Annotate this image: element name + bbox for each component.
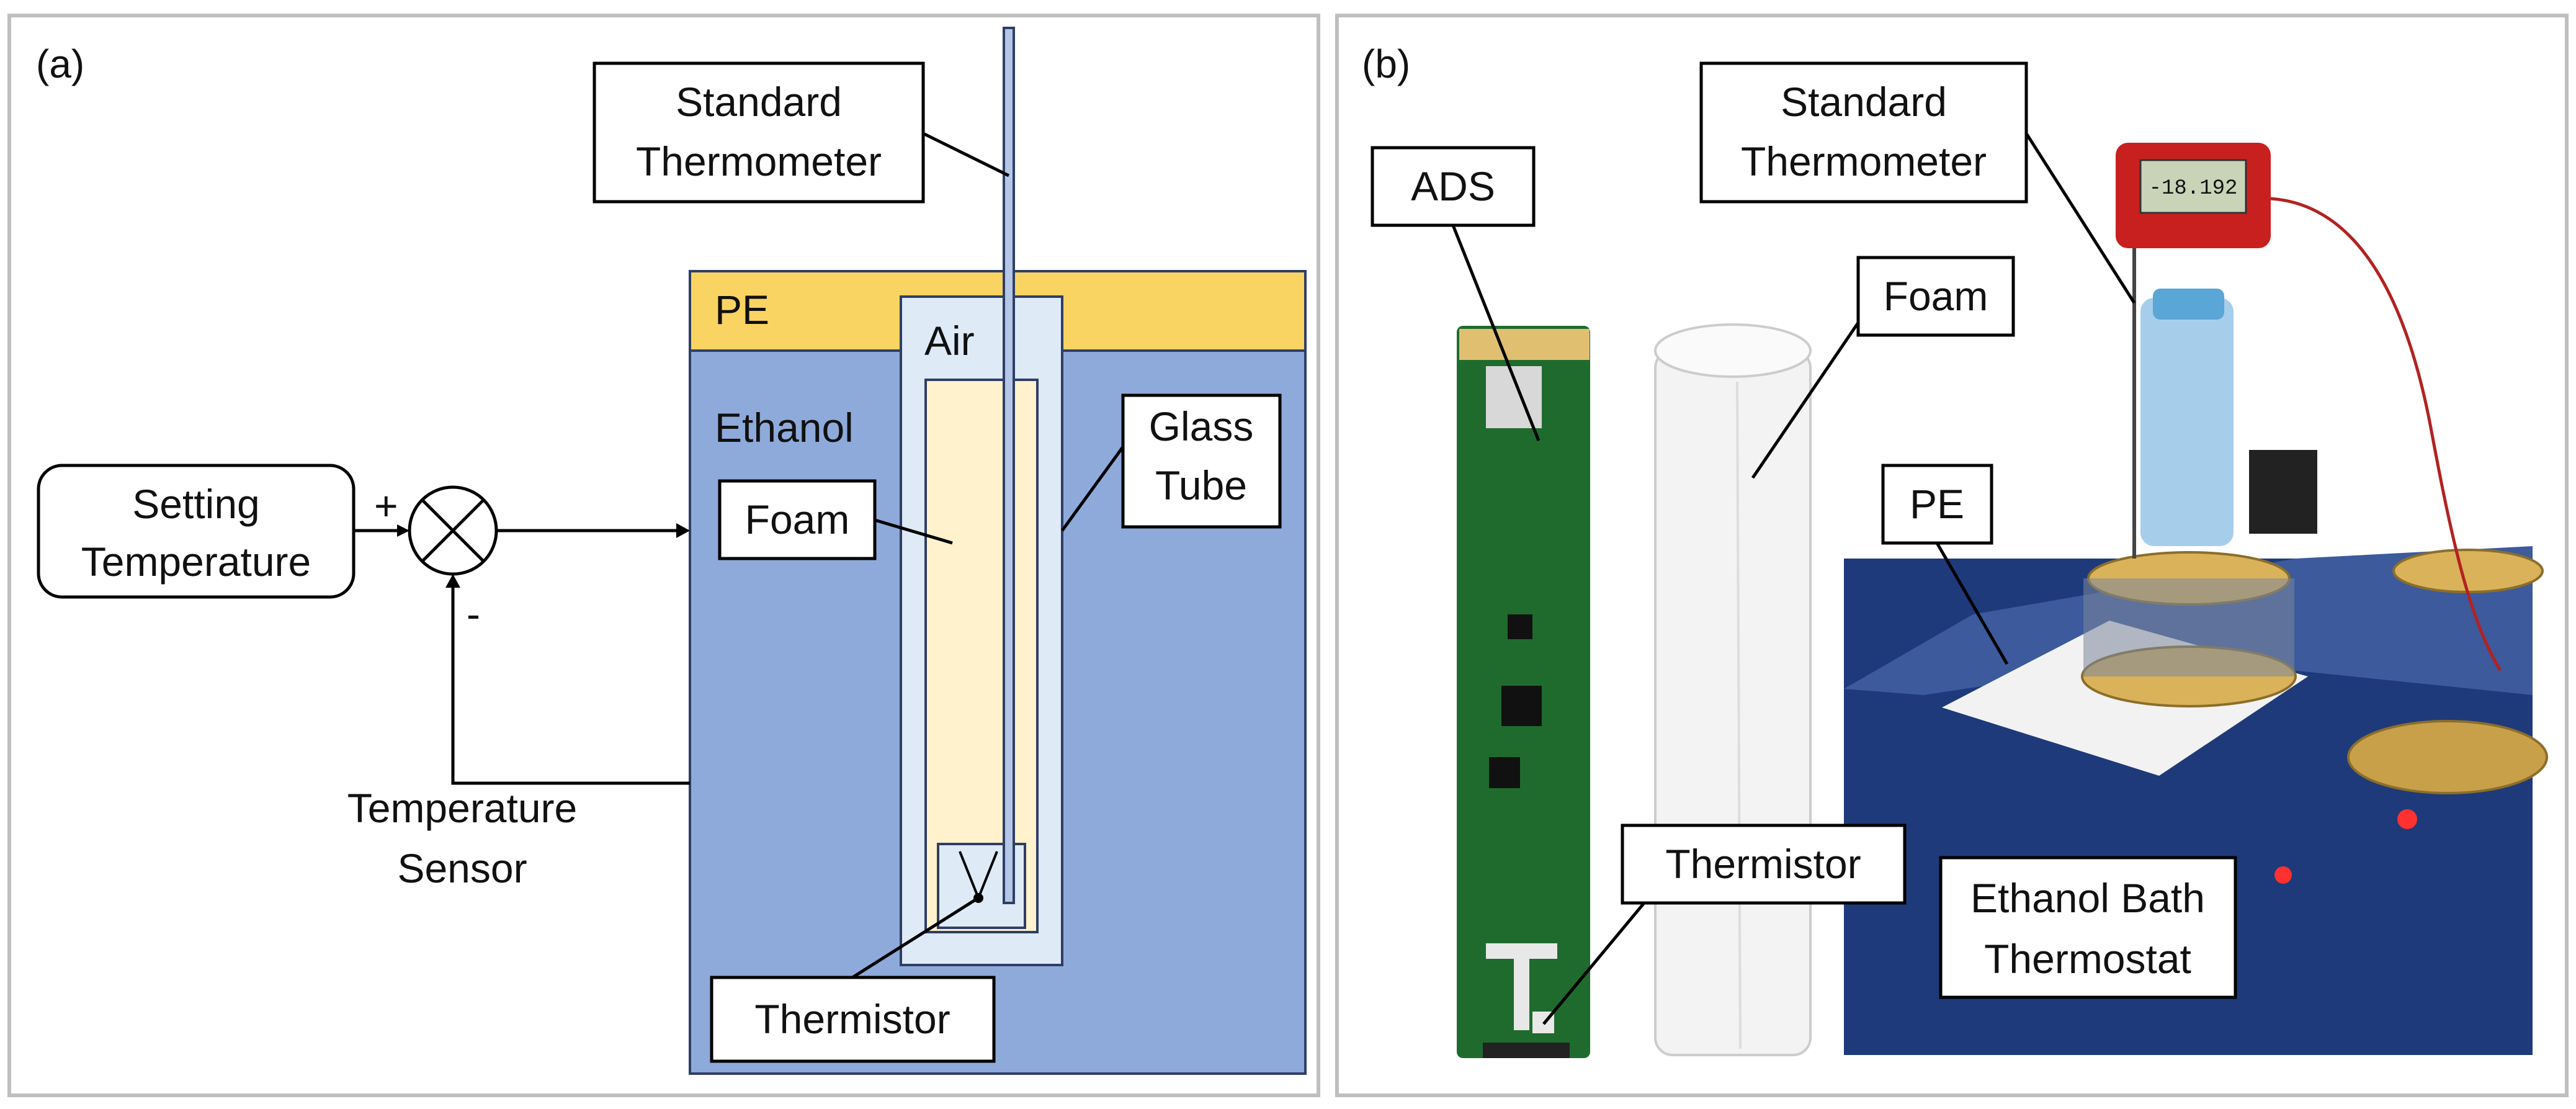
panel-a-label: (a) bbox=[36, 42, 84, 86]
glass-tube-leader bbox=[1060, 446, 1125, 532]
foam-cylinder bbox=[1654, 349, 1812, 1056]
glass-tube-line2: Tube bbox=[1155, 462, 1247, 508]
thermistor-box bbox=[710, 976, 996, 1063]
third-rack bbox=[2347, 720, 2548, 794]
foam-cylinder-top bbox=[1654, 323, 1812, 378]
summing-junction bbox=[408, 485, 498, 576]
b-pe-label: PE bbox=[1910, 481, 1964, 527]
ads-photo bbox=[1457, 326, 1590, 1058]
water-bottle bbox=[2140, 298, 2234, 546]
b-ethanol-bath-line2: Thermostat bbox=[1984, 936, 2191, 982]
b-standard-thermometer-box bbox=[1699, 61, 2028, 204]
standard-thermometer-line2: Thermometer bbox=[636, 138, 882, 184]
second-rack bbox=[2392, 549, 2544, 593]
thermometer-reading: -18.192 bbox=[2149, 177, 2238, 200]
ads-sensor-pad-h bbox=[1486, 943, 1557, 959]
b-foam-box bbox=[1856, 256, 2015, 337]
b-standard-thermometer-leader bbox=[2024, 132, 2136, 304]
status-led-2 bbox=[2274, 866, 2292, 884]
pe-label: PE bbox=[715, 287, 769, 333]
bottle-cap bbox=[2153, 289, 2224, 320]
glass-tube-box bbox=[1121, 393, 1282, 529]
setpoint-arrowhead bbox=[397, 524, 409, 537]
b-pe-box bbox=[1881, 464, 1993, 545]
b-foam-label: Foam bbox=[1884, 273, 1988, 319]
minus-sign: - bbox=[467, 591, 480, 637]
thermistor-label: Thermistor bbox=[754, 996, 950, 1042]
foam-photo bbox=[1654, 323, 1812, 1056]
control-box bbox=[2249, 450, 2317, 534]
b-standard-thermometer-line1: Standard bbox=[1781, 79, 1947, 125]
thermistor-leader bbox=[851, 898, 977, 979]
ads-chip-1 bbox=[1501, 686, 1542, 726]
b-standard-thermometer-line2: Thermometer bbox=[1741, 138, 1987, 184]
foam-box bbox=[718, 479, 877, 560]
b-thermistor-label: Thermistor bbox=[1665, 841, 1861, 887]
thermometer-screen bbox=[2139, 159, 2247, 214]
temperature-sensor-line1: Temperature bbox=[347, 785, 578, 831]
ads-bottom-connector bbox=[1483, 1043, 1570, 1058]
sample-tubes bbox=[2083, 578, 2294, 676]
ethanol-label: Ethanol bbox=[715, 405, 854, 451]
setting-temperature-line1: Setting bbox=[132, 481, 259, 527]
foam-core bbox=[924, 379, 1039, 933]
setting-temperature-line2: Temperature bbox=[81, 539, 311, 585]
b-thermistor-leader bbox=[1542, 902, 1645, 1025]
ads-chip-2 bbox=[1508, 614, 1532, 639]
b-ethanol-bath-box bbox=[1939, 856, 2237, 999]
panel-b-label: (b) bbox=[1362, 42, 1410, 86]
temperature-sensor-line2: Sensor bbox=[397, 845, 527, 891]
glass-tube-line1: Glass bbox=[1149, 403, 1254, 449]
panel-a: (a) PE Ethanol Air Standard Thermometer … bbox=[7, 14, 1320, 1097]
thermometer-cable bbox=[2270, 197, 2502, 671]
ads-leader bbox=[1451, 225, 1541, 441]
ads-chip-3 bbox=[1489, 757, 1520, 788]
standard-thermometer-line1: Standard bbox=[676, 79, 842, 125]
feedback-arrowhead bbox=[445, 574, 460, 588]
foam-seam bbox=[1736, 381, 1742, 1049]
ads-box bbox=[1371, 146, 1536, 227]
plus-sign: + bbox=[374, 483, 398, 529]
b-ethanol-bath-line1: Ethanol Bath bbox=[1970, 875, 2205, 921]
status-led-1 bbox=[2397, 809, 2417, 829]
foam-label: Foam bbox=[745, 496, 850, 542]
ads-top-connector bbox=[1459, 329, 1590, 360]
b-thermistor-box bbox=[1621, 824, 1907, 905]
feedback-path bbox=[451, 585, 690, 785]
ads-label: ADS bbox=[1411, 163, 1495, 209]
foam-leader bbox=[874, 518, 953, 545]
standard-thermometer-box bbox=[593, 61, 925, 204]
b-pe-leader bbox=[1935, 542, 2009, 665]
b-foam-leader bbox=[1751, 321, 1860, 479]
air-label: Air bbox=[924, 318, 975, 364]
panel-b: (b) -18.192 bbox=[1335, 14, 2569, 1097]
thermometer-rod bbox=[1003, 27, 1015, 904]
thermistor-tip bbox=[973, 893, 983, 903]
standard-thermometer-leader bbox=[922, 132, 1010, 177]
output-arrowhead bbox=[676, 523, 690, 538]
